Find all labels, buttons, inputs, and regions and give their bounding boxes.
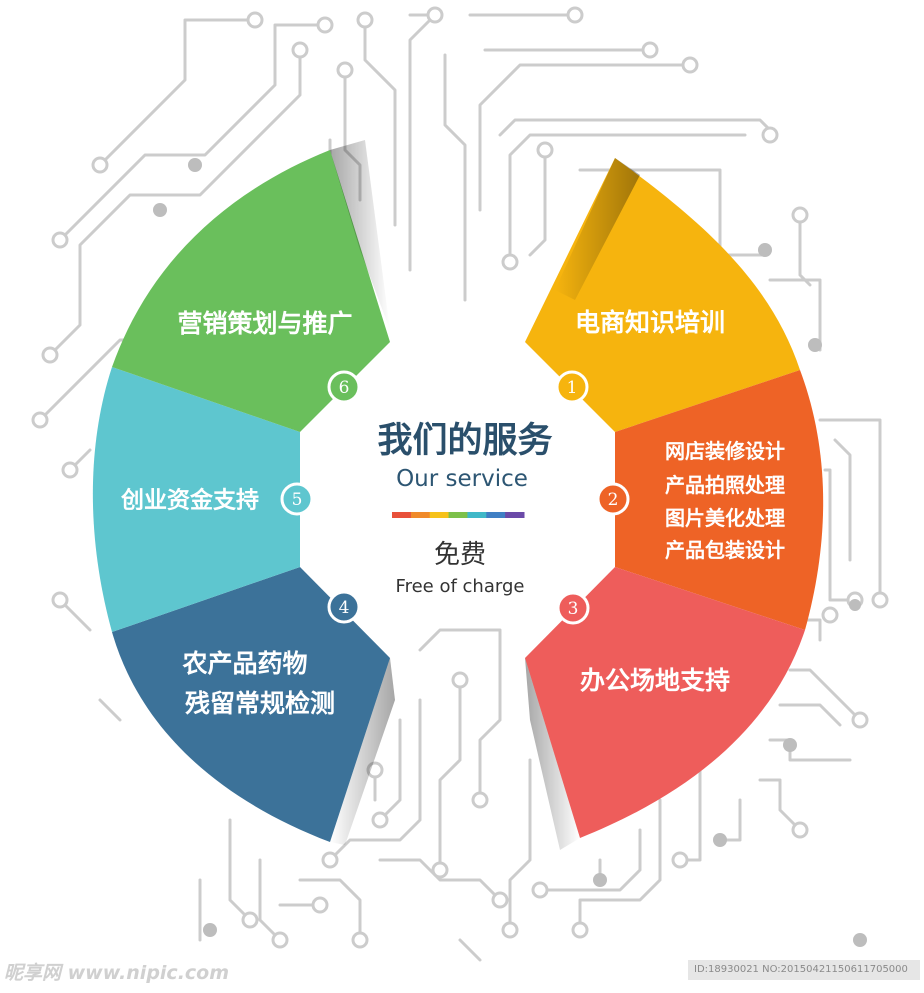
segment-3-number: 3 [568,599,579,619]
rainbow-stripe [448,512,468,518]
segment-2-label: 产品包装设计 [665,538,785,562]
segment-2-label: 网店装修设计 [665,439,785,463]
watermark-id: ID:18930021 NO:20150421150611705000 [688,960,920,980]
center-title: 我们的服务 [377,421,552,461]
segment-3-label: 办公场地支持 [580,666,730,695]
rainbow-stripe [429,512,450,518]
rainbow-stripe [486,512,506,518]
page-curl-shadow [330,140,390,330]
segment-2-label: 图片美化处理 [665,506,785,530]
rainbow-divider [392,512,525,518]
rainbow-stripe [467,512,487,518]
rainbow-stripe [410,512,431,518]
segment-3: 3 办公场地支持 [525,567,805,850]
segment-6-badge [327,370,361,404]
segment-3-shape [525,567,805,838]
segment-2-number: 2 [608,490,619,510]
page-curl-shadow [555,158,640,300]
segment-4-label: 残留常规检测 [185,689,335,718]
rainbow-stripe [392,512,412,518]
segment-6-number: 6 [339,378,350,398]
segment-5-label: 创业资金支持 [120,486,259,513]
center-subtitle: Our service [396,466,528,492]
circuit-nodes [31,6,889,949]
rainbow-stripe [505,512,525,518]
free-label: 免费 [434,540,486,570]
segment-4-number: 4 [339,598,350,618]
segment-4-badge [327,590,361,624]
segment-3-badge [556,591,590,625]
segment-6-label: 营销策划与推广 [177,309,352,338]
segment-1-label: 电商知识培训 [575,308,725,337]
segment-4-label: 农产品药物 [181,649,307,678]
segment-6: 6 营销策划与推广 [112,140,390,432]
segment-1-number: 1 [567,378,578,398]
page-curl-shadow [525,658,580,850]
segment-5-number: 5 [292,490,303,510]
segment-2-label: 产品拍照处理 [665,473,785,497]
segment-5-shape [92,367,300,632]
center-panel: 我们的服务 Our service 免费 Free of charge [377,421,552,597]
segment-6-shape [112,150,390,432]
segment-2-shape [615,370,824,630]
circuit-background [38,13,882,962]
segment-5-badge [280,482,314,516]
segment-4-shape [112,567,390,842]
page-curl-shadow [330,658,395,845]
watermark-logo: 昵享网 www.nipic.com [4,962,230,984]
segment-5: 5 创业资金支持 [92,367,314,632]
circuit-dots [153,158,867,947]
free-label-en: Free of charge [396,576,525,597]
segment-1: 1 电商知识培训 [525,158,800,432]
segment-2-badge [596,482,630,516]
segment-1-badge [555,370,589,404]
